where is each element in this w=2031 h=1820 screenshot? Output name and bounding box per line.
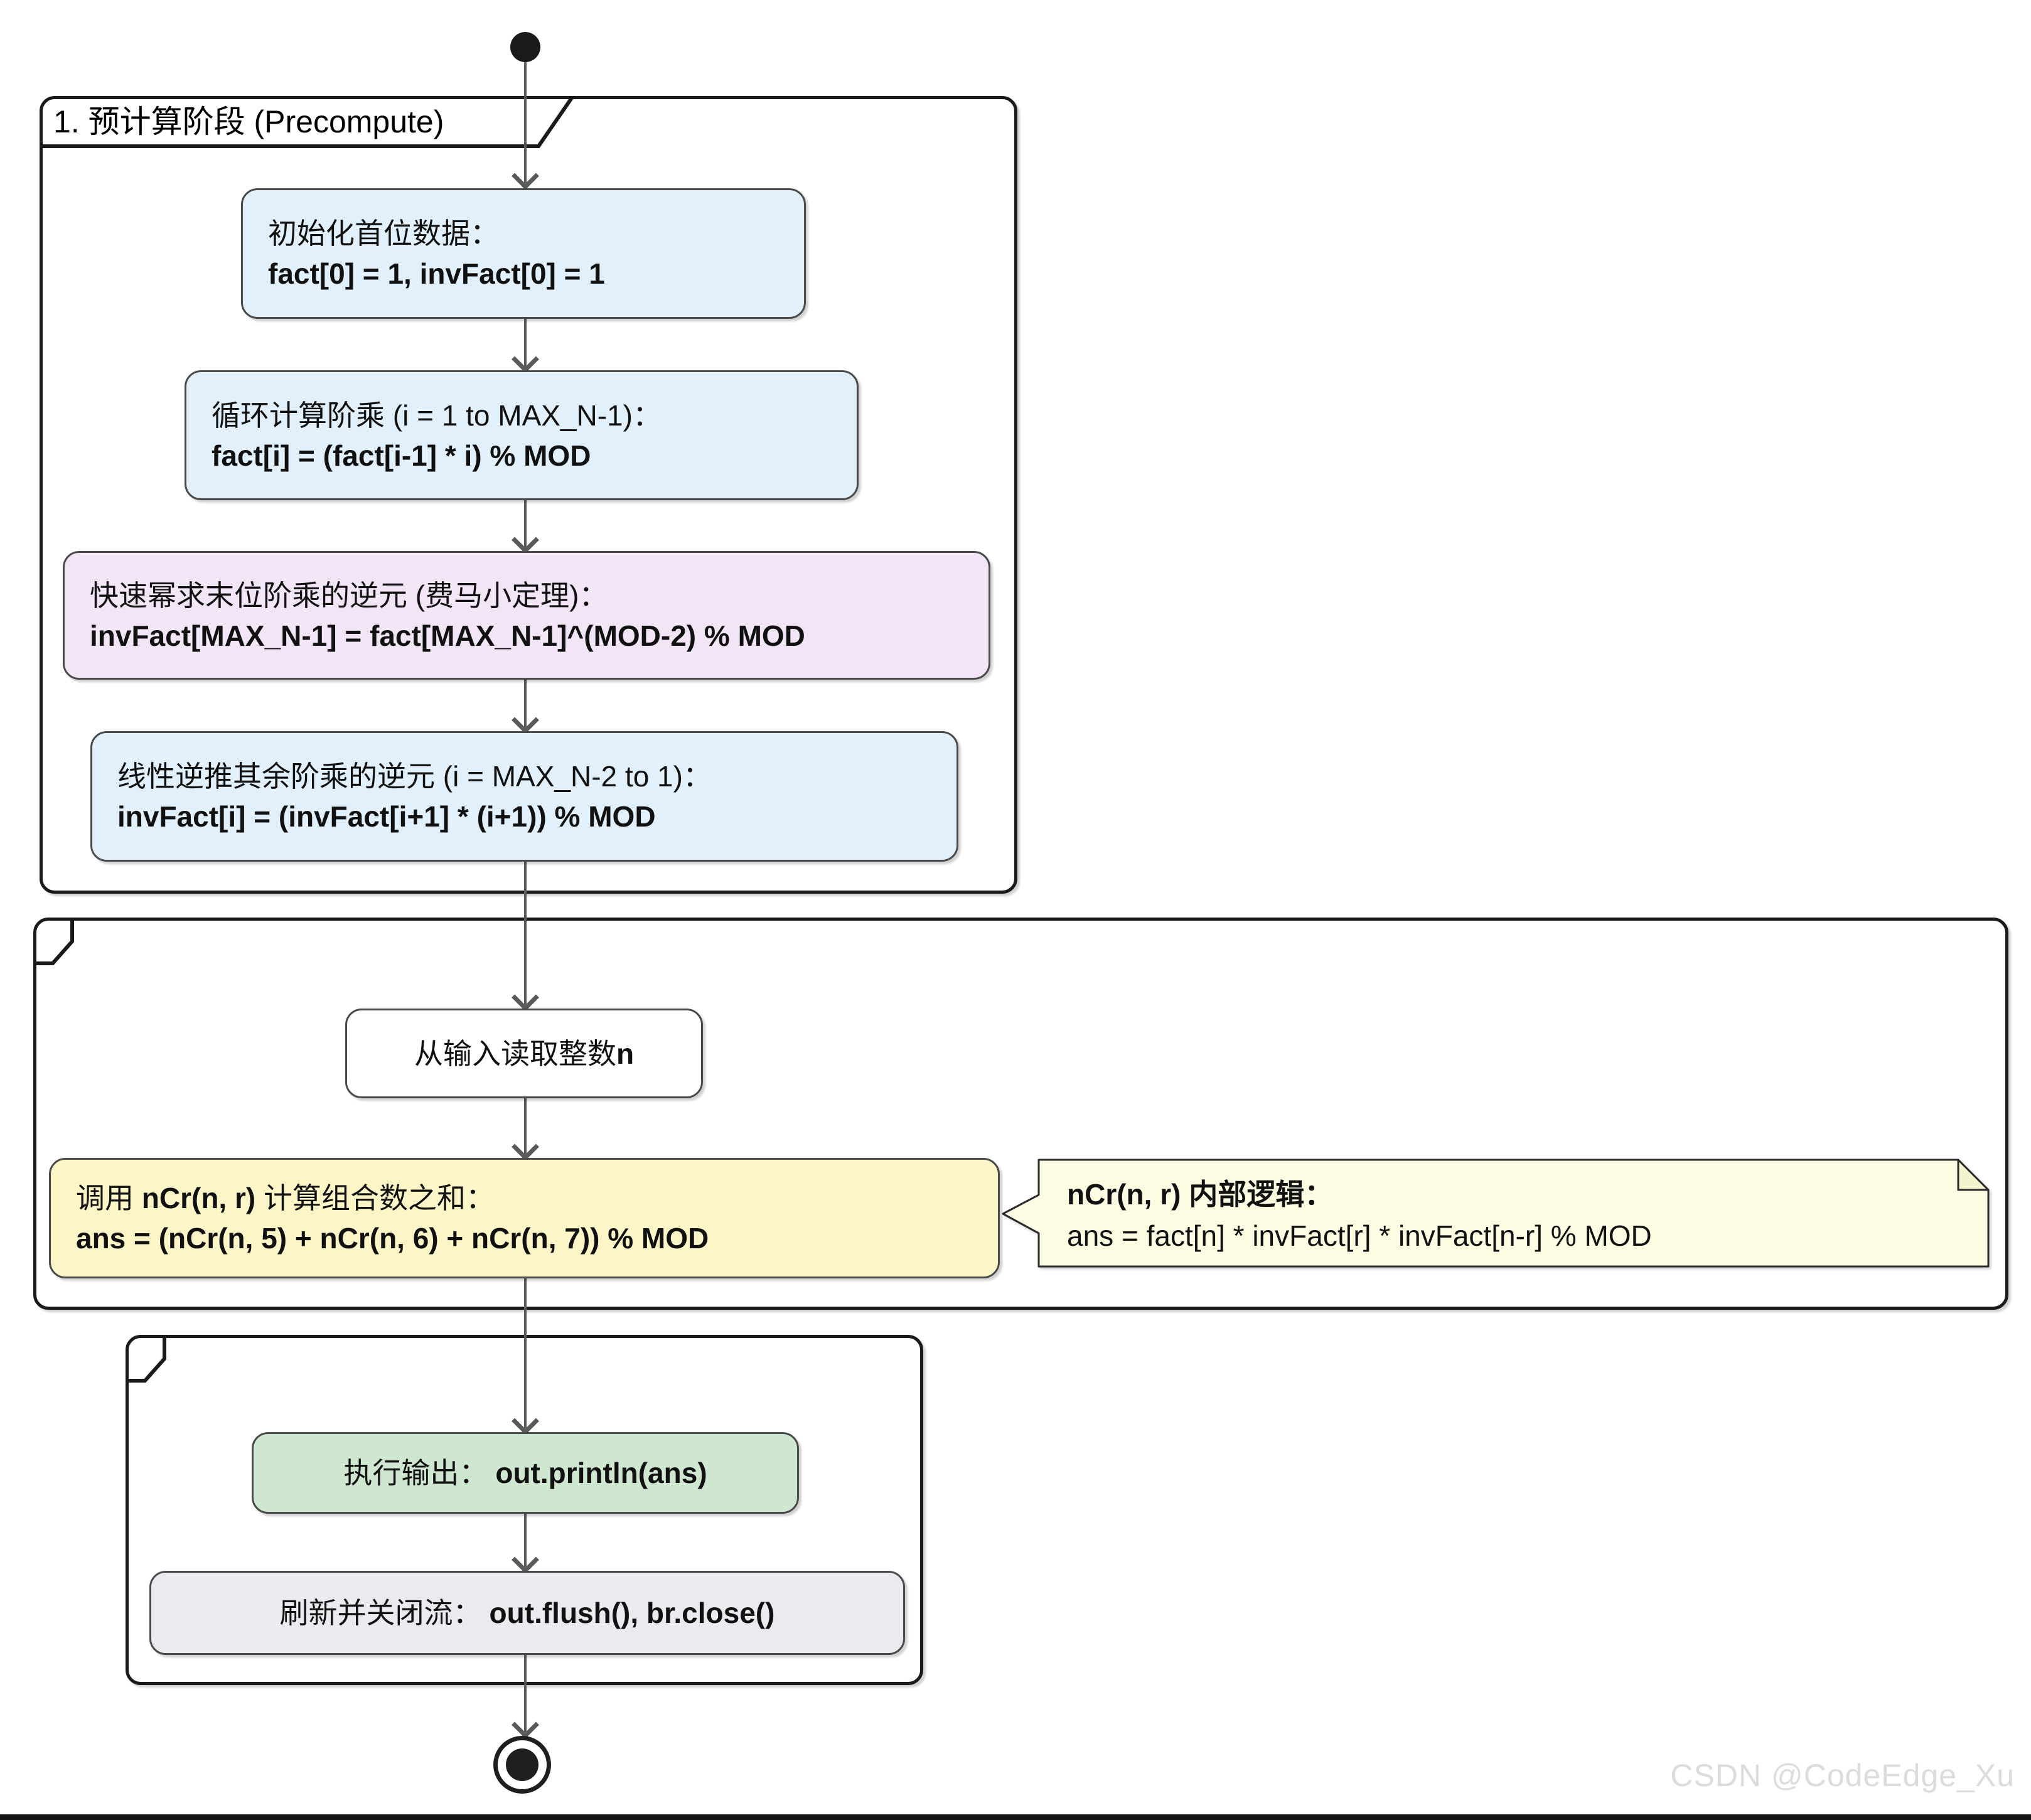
partition-precompute-title: 1. 预计算阶段 (Precompute) xyxy=(53,104,444,139)
csdn-watermark: CSDN @CodeEdge_Xu xyxy=(1670,1758,2015,1793)
activity-text: 线性逆推其余阶乘的逆元 (i = MAX_N-2 to 1)： xyxy=(117,760,712,793)
activity-read-input: 从输入读取整数 n xyxy=(345,1009,703,1098)
activity-text: 调用 nCr(n, r) 计算组合数之和： xyxy=(76,1178,973,1218)
text-pre: 调用 xyxy=(76,1182,142,1214)
flow-arrow-init-to-loop xyxy=(512,319,539,373)
arrow-head-icon xyxy=(512,1133,539,1161)
activity-fermat-inverse: 快速幂求末位阶乘的逆元 (费马小定理)： invFact[MAX_N-1] = … xyxy=(63,551,990,680)
activity-code: out.println(ans) xyxy=(495,1457,707,1489)
arrow-stem xyxy=(524,680,527,727)
note-ncr-logic: nCr(n, r) 内部逻辑： ans = fact[n] * invFact[… xyxy=(1067,1174,1971,1256)
arrow-stem xyxy=(524,1514,527,1567)
activity-linear-inverse: 线性逆推其余阶乘的逆元 (i = MAX_N-2 to 1)： invFact[… xyxy=(90,731,958,862)
activity-code: invFact[i] = (invFact[i+1] * (i+1)) % MO… xyxy=(117,800,656,833)
activity-text: 初始化首位数据： xyxy=(268,217,499,250)
end-node xyxy=(493,1736,551,1794)
activity-code: fact[i] = (fact[i-1] * i) % MOD xyxy=(212,439,591,472)
activity-text: 刷新并关闭流： xyxy=(279,1597,482,1629)
start-node xyxy=(510,32,540,62)
flow-arrow-call-to-print xyxy=(512,1278,539,1435)
activity-factorial-loop: 循环计算阶乘 (i = 1 to MAX_N-1)： fact[i] = (fa… xyxy=(185,370,859,500)
activity-code: ans = (nCr(n, 5) + nCr(n, 6) + nCr(n, 7)… xyxy=(76,1222,709,1255)
flow-arrow-fermat-to-linear xyxy=(512,680,539,734)
activity-flush-close: 刷新并关闭流： out.flush(), br.close() xyxy=(149,1571,905,1655)
text-code: nCr(n, r) xyxy=(141,1182,256,1214)
note-body: ans = fact[n] * invFact[r] * invFact[n-r… xyxy=(1067,1219,1652,1252)
activity-call-ncr: 调用 nCr(n, r) 计算组合数之和： ans = (nCr(n, 5) +… xyxy=(49,1158,1000,1278)
activity-init-values: 初始化首位数据： fact[0] = 1, invFact[0] = 1 xyxy=(241,188,806,319)
activity-var: n xyxy=(616,1037,635,1070)
arrow-head-icon xyxy=(512,1407,539,1435)
note-title: nCr(n, r) 内部逻辑： xyxy=(1067,1178,1334,1211)
text-post: 计算组合数之和： xyxy=(255,1182,495,1214)
activity-text: 循环计算阶乘 (i = 1 to MAX_N-1)： xyxy=(212,399,662,432)
activity-text: 执行输出： xyxy=(343,1457,488,1489)
activity-code: fact[0] = 1, invFact[0] = 1 xyxy=(268,257,605,290)
end-node-dot xyxy=(506,1748,539,1781)
flow-arrow-close-to-end xyxy=(512,1655,539,1739)
arrow-stem xyxy=(524,1278,527,1428)
flow-arrow-linear-to-read xyxy=(512,862,539,1012)
flow-arrow-print-to-close xyxy=(512,1514,539,1574)
flow-arrow-start-to-init xyxy=(512,62,539,190)
activity-code: invFact[MAX_N-1] = fact[MAX_N-1]^(MOD-2)… xyxy=(90,619,805,652)
arrow-head-icon xyxy=(512,526,539,554)
arrow-head-icon xyxy=(512,1546,539,1574)
activity-print-output: 执行输出： out.println(ans) xyxy=(252,1432,799,1514)
bottom-border-line xyxy=(0,1814,2031,1820)
arrow-stem xyxy=(524,1098,527,1154)
activity-text: 从输入读取整数 xyxy=(414,1037,616,1070)
arrow-stem xyxy=(524,319,527,367)
arrow-stem xyxy=(524,1655,527,1732)
flow-arrow-loop-to-fermat xyxy=(512,500,539,554)
partition-main xyxy=(33,918,2008,1310)
arrow-stem xyxy=(524,862,527,1005)
flow-arrow-read-to-call xyxy=(512,1098,539,1161)
note-shape xyxy=(1002,1159,1990,1268)
activity-code: out.flush(), br.close() xyxy=(489,1597,775,1629)
arrow-head-icon xyxy=(512,345,539,373)
arrow-head-icon xyxy=(512,706,539,734)
activity-text: 快速幂求末位阶乘的逆元 (费马小定理)： xyxy=(90,579,608,612)
arrow-head-icon xyxy=(512,162,539,190)
arrow-head-icon xyxy=(512,1711,539,1739)
arrow-stem xyxy=(524,62,527,183)
arrow-head-icon xyxy=(512,983,539,1012)
arrow-stem xyxy=(524,500,527,547)
